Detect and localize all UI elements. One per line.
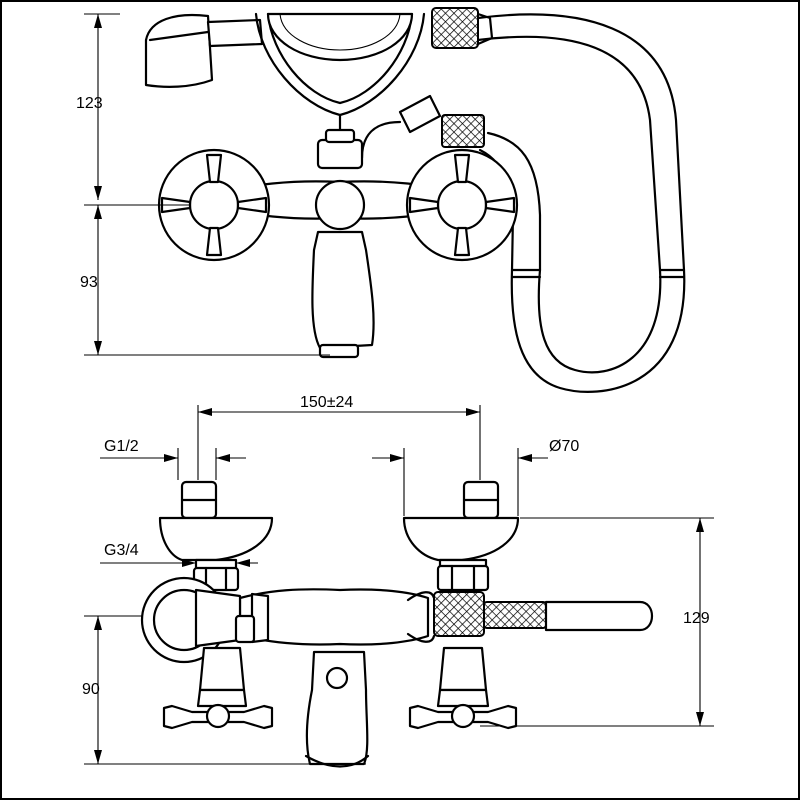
left-inlet-front: [158, 480, 274, 592]
hand-shower-head: [144, 14, 264, 88]
mixer-body-front: [238, 588, 430, 646]
dimension-inlet-thread: [100, 448, 246, 480]
label-inlet-thread: G1/2: [104, 438, 139, 455]
right-rosette-top: [405, 148, 519, 262]
label-height-lower: 93: [80, 274, 98, 291]
dimension-rosette-diameter: [372, 448, 548, 516]
label-front-height: 129: [683, 610, 710, 627]
label-rosette-diameter: Ø70: [549, 438, 579, 455]
spout-top: [311, 230, 375, 359]
dimension-height-lower: [84, 204, 330, 356]
dimension-spacing: [197, 405, 481, 480]
right-valve-front: [408, 646, 518, 730]
label-outlet-thread: G3/4: [104, 542, 139, 559]
right-inlet-front: [402, 480, 520, 592]
left-valve-front: [162, 646, 274, 730]
diverter-connector: [360, 94, 485, 160]
hose-connector-front: [406, 591, 654, 643]
dimension-height-upper: [84, 13, 120, 200]
top-view: [84, 7, 686, 393]
label-height-upper: 123: [76, 95, 103, 112]
spout-front: [304, 650, 370, 768]
dimension-front-height: [480, 517, 714, 727]
shower-outlet-front: [140, 576, 256, 664]
hose-connector-top: [431, 7, 494, 49]
front-view: [84, 405, 714, 768]
label-spout-height: 90: [82, 681, 100, 698]
left-rosette-top: [157, 148, 271, 262]
label-spacing: 150±24: [300, 394, 353, 411]
